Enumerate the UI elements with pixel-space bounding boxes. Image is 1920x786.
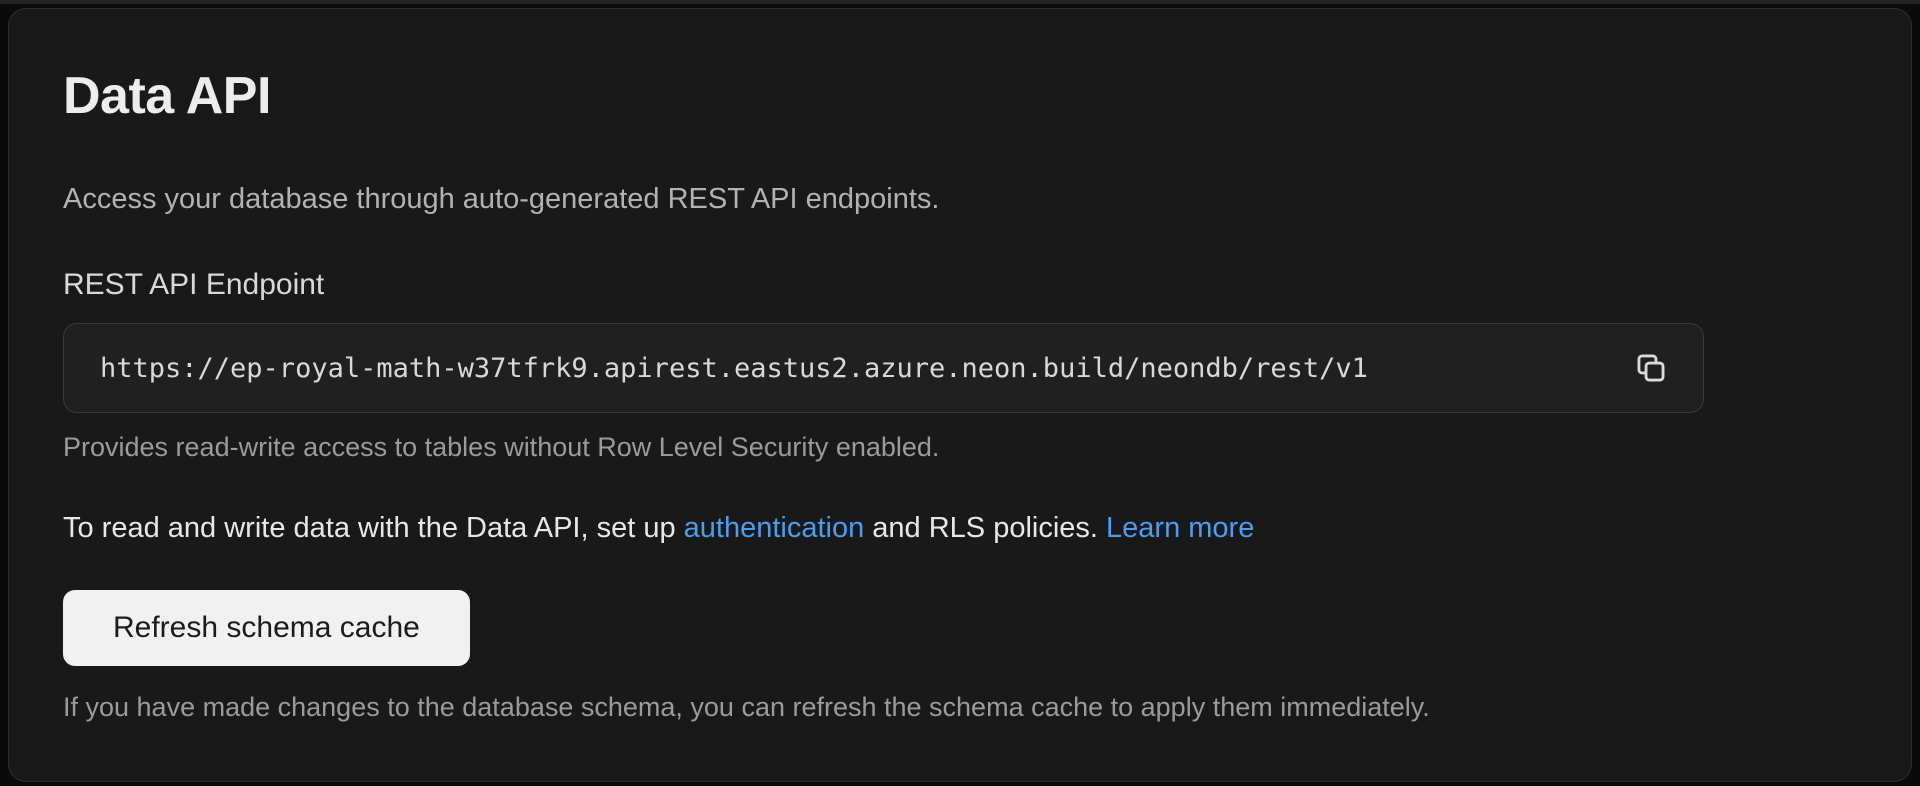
- learn-more-link[interactable]: Learn more: [1106, 512, 1255, 544]
- schema-cache-helper-text: If you have made changes to the database…: [63, 692, 1430, 722]
- rls-note: To read and write data with the Data API…: [63, 508, 1857, 548]
- authentication-link[interactable]: authentication: [683, 512, 865, 544]
- copy-icon: [1634, 351, 1668, 385]
- copy-button[interactable]: [1627, 344, 1675, 392]
- page-top-divider: [0, 0, 1920, 4]
- endpoint-helper-text: Provides read-write access to tables wit…: [63, 432, 940, 462]
- rest-api-endpoint-field[interactable]: https://ep-royal-math-w37tfrk9.apirest.e…: [63, 323, 1704, 413]
- data-api-panel: Data API Access your database through au…: [8, 8, 1912, 782]
- endpoint-url-value[interactable]: https://ep-royal-math-w37tfrk9.apirest.e…: [100, 352, 1368, 384]
- rls-note-prefix: To read and write data with the Data API…: [63, 512, 684, 544]
- refresh-schema-cache-button[interactable]: Refresh schema cache: [63, 590, 470, 666]
- rls-note-middle: and RLS policies.: [864, 512, 1107, 544]
- page-title: Data API: [63, 67, 271, 125]
- panel-description: Access your database through auto-genera…: [63, 183, 940, 215]
- endpoint-field-label: REST API Endpoint: [63, 268, 325, 301]
